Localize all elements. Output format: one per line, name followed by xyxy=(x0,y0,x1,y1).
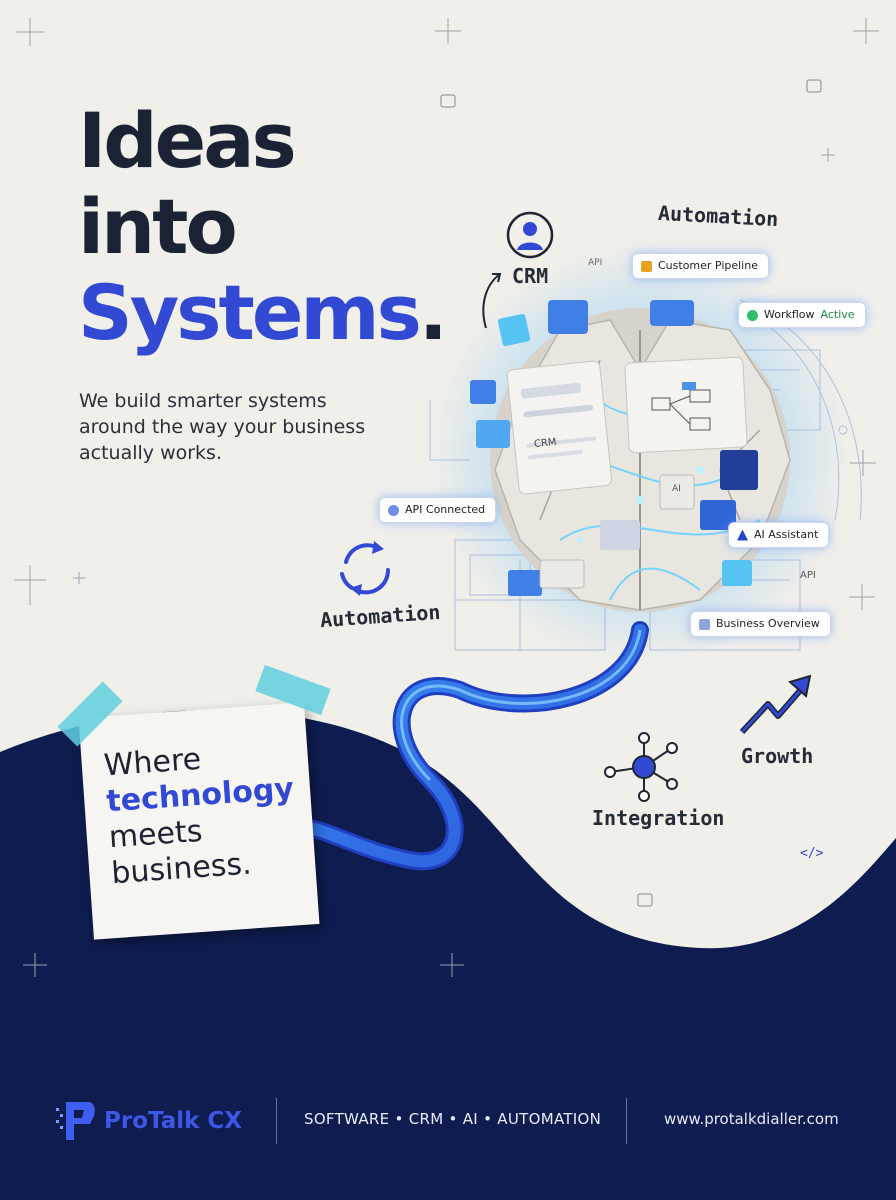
ai-card-label: AI xyxy=(672,484,681,494)
ai-triangle-icon xyxy=(737,529,748,541)
note-text: Where technology meets business. xyxy=(103,735,300,892)
link-icon xyxy=(388,504,399,516)
check-shield-icon xyxy=(747,309,758,321)
subtitle-line-1: We build smarter systems xyxy=(79,390,327,412)
subtitle-line-3: actually works. xyxy=(79,442,222,464)
customer-pipeline-chip: Customer Pipeline xyxy=(632,253,769,279)
api-card-label: API xyxy=(800,570,816,581)
brand-name: ProTalk CX xyxy=(104,1108,243,1134)
subtitle-line-2: around the way your business xyxy=(79,416,366,438)
ai-assistant-chip: AI Assistant xyxy=(728,522,830,548)
cycle-arrows-icon xyxy=(340,541,391,596)
crm-label: CRM xyxy=(512,264,549,288)
curved-arrow-icon xyxy=(482,273,502,329)
chip-label: AI Assistant xyxy=(754,528,819,541)
headline-line-2: into xyxy=(78,182,238,271)
floating-tiles xyxy=(470,300,758,596)
headline-line-3: Systems. xyxy=(78,268,448,357)
chip-status: Active xyxy=(820,308,855,321)
integration-label: Integration xyxy=(592,806,725,830)
flowchart-card xyxy=(624,356,748,454)
network-nodes-icon xyxy=(604,732,678,802)
protalk-logo-icon xyxy=(56,1102,95,1140)
crm-card xyxy=(506,360,613,495)
growth-label: Growth xyxy=(741,744,814,768)
workflow-active-chip: Workflow Active xyxy=(738,302,866,328)
chip-label: Customer Pipeline xyxy=(658,259,758,272)
brain-illustration xyxy=(470,300,791,612)
footer-logo[interactable]: ProTalk CX xyxy=(54,1098,242,1144)
business-overview-chip: Business Overview xyxy=(690,611,831,637)
footer-website-link[interactable]: www.protalkdialler.com xyxy=(664,1110,839,1128)
chip-label: Workflow xyxy=(764,308,815,321)
api-small-label: API xyxy=(588,258,603,268)
subtitle: We build smarter systems around the way … xyxy=(79,388,409,466)
api-connected-chip: API Connected xyxy=(379,497,497,523)
chip-label: Business Overview xyxy=(716,617,820,630)
headline: Ideas into Systems. xyxy=(78,96,448,357)
funnel-icon xyxy=(641,260,652,272)
footer-divider-1 xyxy=(276,1098,277,1144)
code-brackets-icon: </> xyxy=(800,846,824,861)
headline-line-1: Ideas xyxy=(78,96,297,185)
crm-card-label: CRM xyxy=(533,436,558,451)
growth-arrow-icon xyxy=(739,674,812,735)
footer-tagline: SOFTWARE • CRM • AI • AUTOMATION xyxy=(304,1110,602,1128)
document-icon xyxy=(699,618,710,630)
user-circle-icon xyxy=(506,211,554,259)
footer-divider-2 xyxy=(626,1098,627,1144)
chip-label: API Connected xyxy=(405,503,486,516)
sticky-note: Where technology meets business. xyxy=(78,702,320,940)
